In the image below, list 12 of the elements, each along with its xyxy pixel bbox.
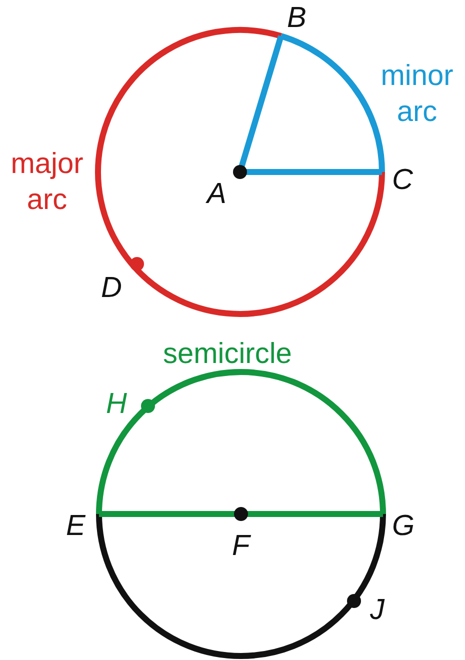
arc-label: semicircle [163, 337, 292, 372]
point-label: G [392, 509, 415, 544]
point-label: D [101, 271, 122, 306]
point-label: J [370, 593, 384, 628]
point-label: H [106, 387, 127, 422]
point-label: B [287, 1, 306, 36]
arc-label: minor arc [380, 59, 454, 130]
arc-label: major arc [10, 147, 84, 218]
point-label: E [66, 509, 86, 544]
point-label: F [232, 529, 250, 564]
point-label: C [392, 163, 413, 198]
point-label: A [207, 177, 226, 212]
